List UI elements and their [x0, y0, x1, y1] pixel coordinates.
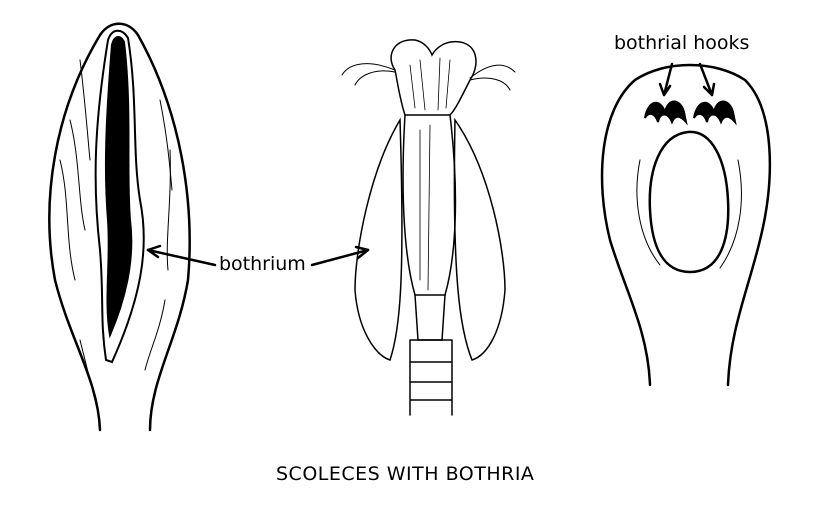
bothrium-label: bothrium: [219, 253, 306, 275]
right-scolex: [600, 62, 772, 387]
bothrium-left: [104, 36, 133, 339]
middle-scolex: [341, 39, 516, 416]
bothrium-right: [648, 130, 730, 274]
hook-left: [644, 100, 688, 126]
left-scolex: [48, 22, 191, 432]
hook-right: [693, 100, 737, 126]
bothrial-hooks-label: bothrial hooks: [614, 32, 750, 54]
bothrium-arrows: [146, 244, 370, 267]
figure-caption: SCOLECES WITH BOTHRIA: [276, 463, 535, 485]
